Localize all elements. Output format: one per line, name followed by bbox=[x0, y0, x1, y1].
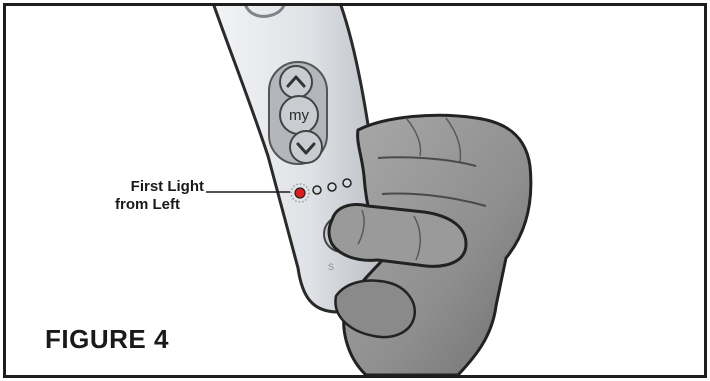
callout-label: First Light from Left bbox=[66, 178, 204, 214]
indicator-light-2 bbox=[313, 186, 321, 194]
up-button[interactable] bbox=[280, 66, 312, 98]
remote-brand-mark: S bbox=[328, 262, 334, 272]
indicator-light-3 bbox=[328, 183, 336, 191]
callout-line-2: from Left bbox=[66, 196, 204, 214]
figure-title: FIGURE 4 bbox=[45, 324, 169, 355]
figure-frame: my S bbox=[3, 3, 707, 378]
my-button[interactable]: my bbox=[280, 96, 318, 134]
callout-line-1: First Light bbox=[66, 178, 204, 196]
down-button[interactable] bbox=[290, 131, 322, 163]
remote-button-cluster: my bbox=[269, 62, 327, 164]
gloved-hand bbox=[329, 115, 531, 375]
my-button-label: my bbox=[289, 107, 309, 124]
indicator-light-4 bbox=[343, 179, 351, 187]
